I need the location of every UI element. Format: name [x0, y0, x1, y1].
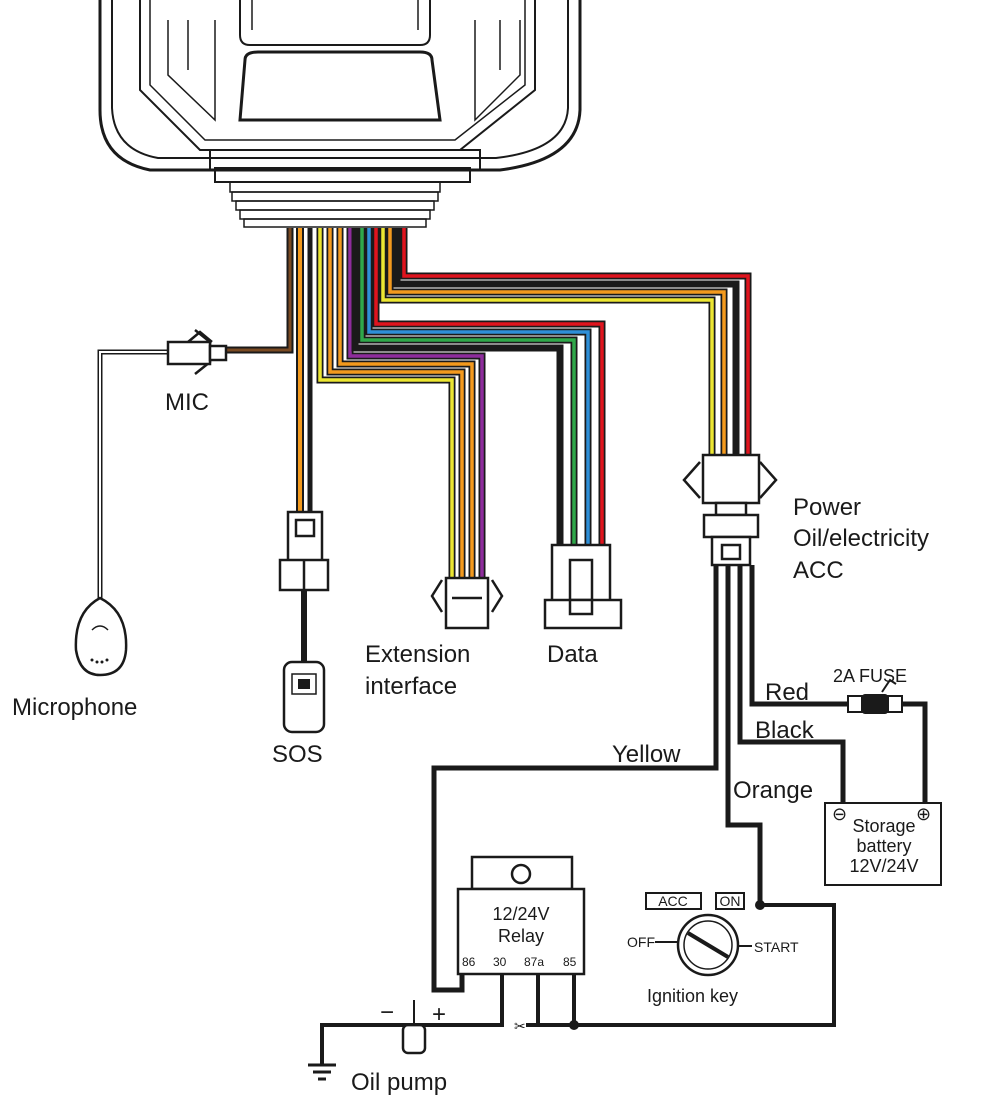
power-output-wires — [431, 565, 928, 993]
sos-label: SOS — [272, 741, 323, 768]
sos-connector — [278, 510, 330, 592]
oil-pump-label: Oil pump — [351, 1069, 447, 1096]
relay-label-line1: 12/24V — [492, 904, 549, 924]
mic-label: MIC — [165, 389, 209, 416]
data-cable — [351, 228, 606, 545]
storage-battery — [824, 802, 942, 886]
ignition-key-icon — [645, 892, 752, 977]
relay-junction-dot — [569, 1020, 579, 1030]
oil-electricity-label: Oil/electricity — [793, 525, 929, 552]
battery-label-line2: battery — [856, 836, 911, 856]
tracker-device — [98, 0, 582, 228]
mic-cable — [97, 228, 294, 600]
microphone-label: Microphone — [12, 694, 137, 721]
fuse-icon — [847, 678, 903, 714]
battery-plus-icon: ⊕ — [916, 804, 931, 824]
key-start-label: START — [754, 939, 799, 955]
relay-label-line2: Relay — [498, 926, 544, 946]
extension-label-line1: Extension — [365, 641, 470, 668]
relay-pin-30: 30 — [493, 955, 507, 969]
yellow-wire-label: Yellow — [612, 741, 681, 768]
mic-connector — [166, 329, 228, 375]
sos-cable — [296, 228, 313, 515]
power-connector — [682, 453, 778, 567]
sos-button-icon — [282, 660, 326, 734]
battery-label-line3: 12V/24V — [849, 856, 918, 876]
relay-pin-85: 85 — [563, 955, 577, 969]
scissors-icon: ✂ — [514, 1018, 526, 1034]
microphone-icon — [74, 596, 128, 677]
red-wire-label: Red — [765, 679, 809, 706]
power-label: Power — [793, 494, 861, 521]
power-cable — [379, 228, 752, 458]
data-connector — [543, 543, 623, 630]
fuse-label: 2A FUSE — [833, 666, 907, 686]
extension-cable — [316, 228, 486, 580]
key-off-label: OFF — [627, 934, 655, 950]
ignition-junction-dot — [755, 900, 765, 910]
extension-label-line2: interface — [365, 673, 457, 700]
pump-minus-label: − — [380, 999, 394, 1026]
data-label: Data — [547, 641, 598, 668]
pump-plus-label: + — [432, 1001, 446, 1028]
ground-icon — [308, 1063, 336, 1081]
black-wire-label: Black — [755, 717, 815, 744]
oil-pump-icon — [396, 1000, 432, 1055]
orange-wire-label: Orange — [733, 777, 813, 804]
key-acc-label: ACC — [658, 893, 688, 909]
battery-minus-icon: ⊖ — [832, 804, 847, 824]
battery-label-line1: Storage — [852, 816, 915, 836]
ignition-key-label: Ignition key — [647, 986, 738, 1006]
relay-pin-87a: 87a — [524, 955, 544, 969]
key-on-label: ON — [720, 893, 741, 909]
relay — [456, 855, 586, 976]
relay-pin-86: 86 — [462, 955, 476, 969]
acc-label: ACC — [793, 557, 844, 584]
extension-connector — [430, 576, 504, 630]
